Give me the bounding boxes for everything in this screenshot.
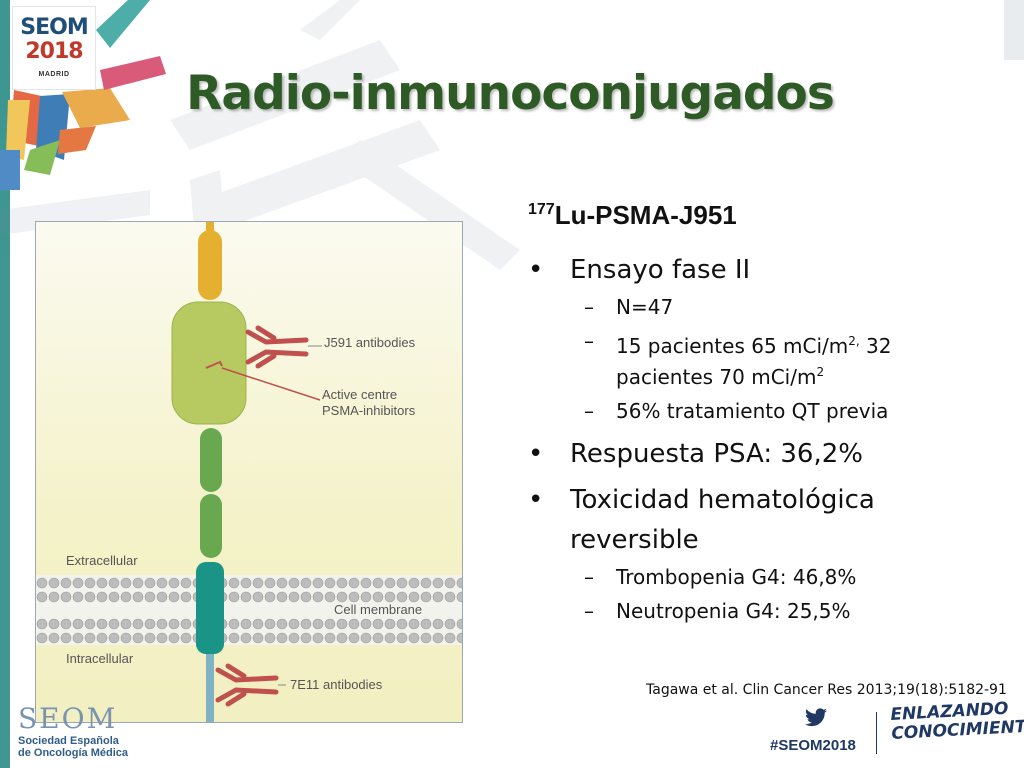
psma-transmembrane-domain <box>196 562 224 654</box>
label-7e11-antibodies: 7E11 antibodies <box>290 677 383 692</box>
psma-intracellular-tail <box>206 654 214 722</box>
dose-sup-1: 2, <box>848 334 860 348</box>
society-name-line-1: Sociedad Española <box>18 735 119 747</box>
psma-stalk-segment-1 <box>200 428 222 492</box>
society-name-line-2: de Oncología Médica <box>18 747 129 759</box>
bullet-text: Respuesta PSA: 36,2% <box>570 439 863 469</box>
psma-diagram: J591 antibodies Active centre PSMA-inhib… <box>35 221 463 723</box>
bullet-marker: • <box>528 485 544 515</box>
cell-membrane-band <box>36 575 462 645</box>
sub-bullet-neutropenia: –Neutropenia G4: 25,5% <box>528 598 968 624</box>
psma-catalytic-domain <box>171 301 247 425</box>
dose-text-2: 32 pacientes 70 mCi/m <box>616 334 892 389</box>
label-cell-membrane: Cell membrane <box>334 602 423 617</box>
psma-stalk-segment-2 <box>200 494 222 558</box>
compound-name: Lu-PSMA-J951 <box>554 200 737 230</box>
sub-bullet-n: –N=47 <box>528 294 968 320</box>
logo-seom-text: SEOM <box>20 15 88 40</box>
logo-city-text: MADRID <box>38 71 70 78</box>
bullet-trial-phase: • Ensayo fase II <box>528 252 968 288</box>
sub-bullet-text: Trombopenia G4: 46,8% <box>616 565 857 589</box>
sub-bullet-text: Neutropenia G4: 25,5% <box>616 599 851 623</box>
logo-year-text: 2018 <box>25 39 83 64</box>
bullet-marker: • <box>528 255 544 285</box>
sub-bullet-dosing: –15 pacientes 65 mCi/m2, 32 pacientes 70… <box>528 328 968 390</box>
seom-society-logo: SEOM Sociedad Española de Oncología Médi… <box>18 702 128 759</box>
7e11-antibody-graphic <box>215 663 279 707</box>
event-hashtag: #SEOM2018 <box>770 737 856 754</box>
event-slogan: ENLAZANDO CONOCIMIENTO <box>890 698 1024 744</box>
dash-marker: – <box>584 599 594 623</box>
compound-heading: 177Lu-PSMA-J951 <box>528 200 737 231</box>
dash-marker: – <box>584 565 594 589</box>
psma-apical-domain <box>198 230 222 300</box>
dash-marker: – <box>584 399 594 423</box>
footer-divider <box>876 712 877 754</box>
label-extracellular: Extracellular <box>66 553 138 568</box>
bullet-text: Ensayo fase II <box>570 255 751 285</box>
bullet-marker: • <box>528 439 544 469</box>
label-active-centre-2: PSMA-inhibitors <box>322 403 416 418</box>
twitter-icon <box>805 708 827 727</box>
sub-bullet-thrombopenia: –Trombopenia G4: 46,8% <box>528 564 968 590</box>
sub-bullet-text: N=47 <box>616 295 674 319</box>
label-j591-antibodies: J591 antibodies <box>324 335 416 350</box>
bullet-psa-response: • Respuesta PSA: 36,2% <box>528 436 968 472</box>
citation: Tagawa et al. Clin Cancer Res 2013;19(18… <box>646 682 1007 698</box>
label-active-centre-1: Active centre <box>322 387 398 402</box>
bullet-list: •Ensayo fase II –N=47 –15 pacientes 65 m… <box>528 252 968 632</box>
dose-text-1: 15 pacientes 65 mCi/m <box>616 334 849 358</box>
bullet-toxicity: • Toxicidad hematológica reversible <box>528 480 968 560</box>
seom-2018-logo: SEOM 2018 MADRID <box>12 6 96 90</box>
seom-wordmark: SEOM <box>18 702 118 735</box>
bullet-text: Toxicidad hematológica reversible <box>570 485 875 555</box>
sub-bullet-prior-chemo: –56% tratamiento QT previa <box>528 398 968 424</box>
isotope-mass-number: 177 <box>528 201 555 218</box>
dash-marker: – <box>584 295 594 319</box>
j591-antibody-graphic <box>245 325 309 369</box>
sub-bullet-text: 56% tratamiento QT previa <box>616 399 889 423</box>
psma-diagram-graphic <box>36 222 462 722</box>
dash-marker: – <box>584 329 594 353</box>
dose-sup-2: 2 <box>816 365 825 379</box>
slide-title: Radio-inmunoconjugados <box>186 66 835 121</box>
label-intracellular: Intracellular <box>66 651 134 666</box>
